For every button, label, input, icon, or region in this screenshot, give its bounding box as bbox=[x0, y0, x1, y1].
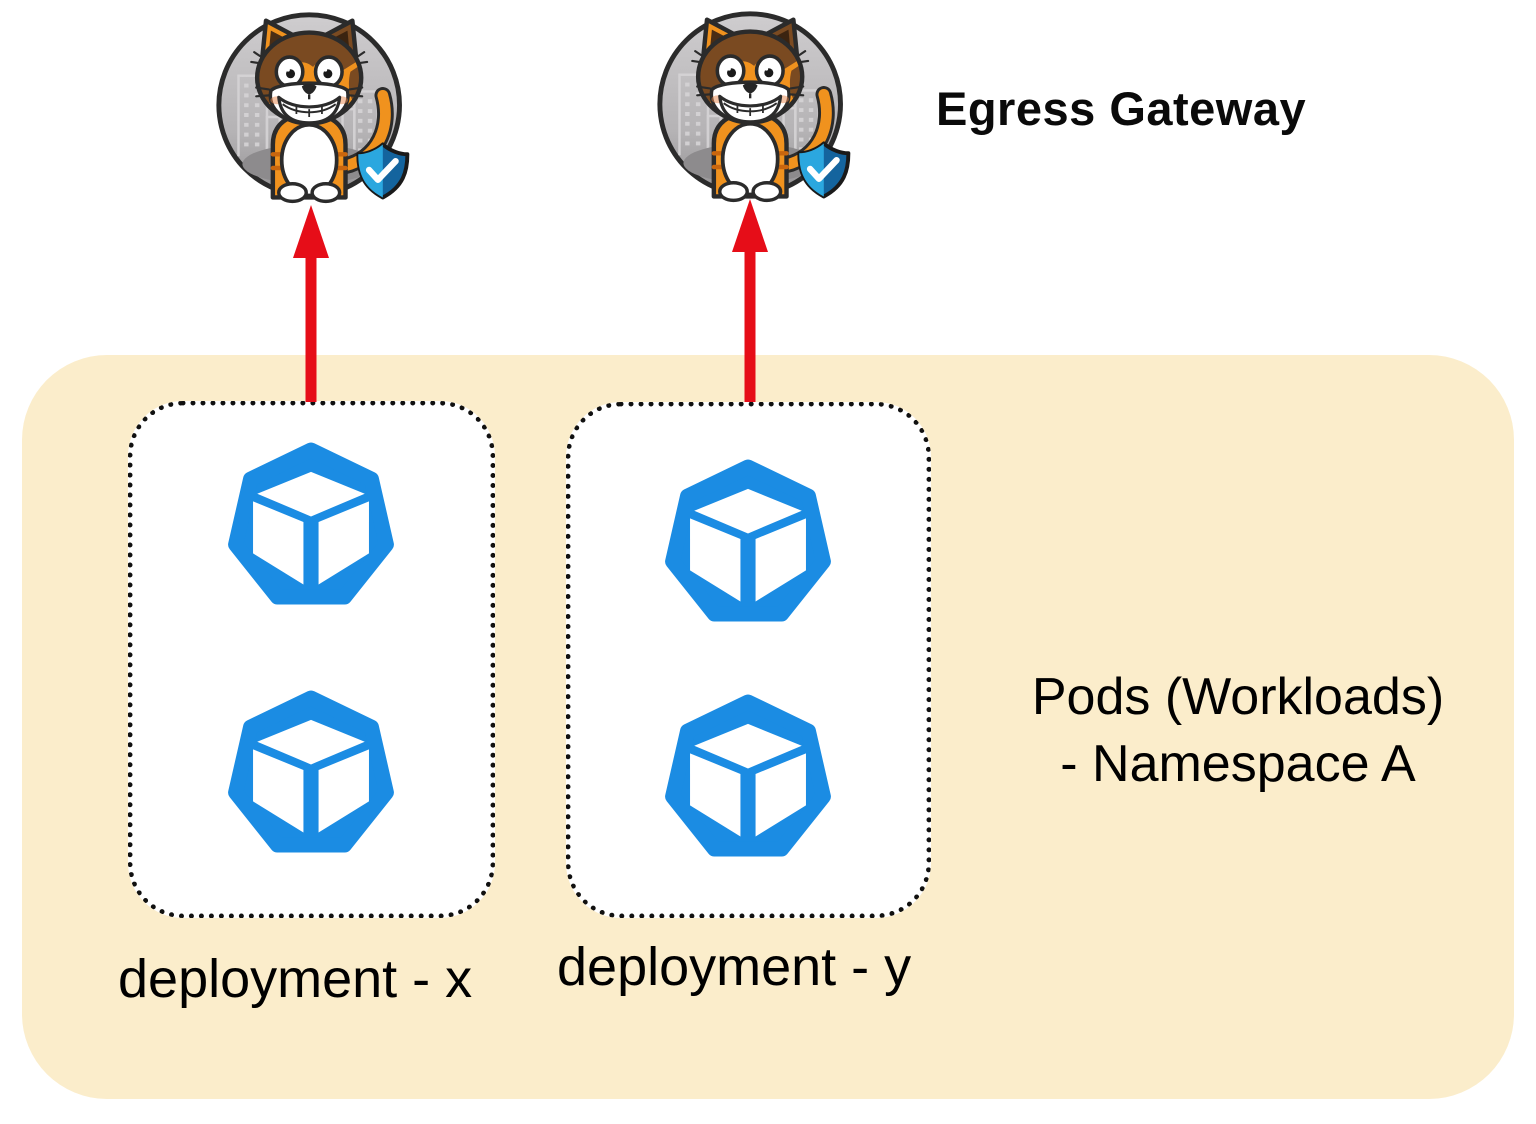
namespace-label-line2: - Namespace A bbox=[1060, 735, 1416, 793]
pod-icon bbox=[664, 457, 832, 625]
pod-icon bbox=[664, 692, 832, 860]
egress-gateway-cat-icon-1 bbox=[211, 7, 427, 223]
namespace-label-line1: Pods (Workloads) bbox=[1031, 668, 1445, 726]
pod-icon bbox=[227, 688, 395, 856]
arrow-deployment-y-to-gateway bbox=[732, 199, 768, 402]
deployment-y-label: deployment - y bbox=[557, 937, 912, 997]
namespace-label: Pods (Workloads) - Namespace A bbox=[990, 664, 1486, 798]
pod-icon bbox=[227, 440, 395, 608]
arrow-deployment-x-to-gateway bbox=[293, 205, 329, 402]
egress-gateway-label: Egress Gateway bbox=[936, 82, 1307, 135]
deployment-x-label: deployment - x bbox=[118, 949, 473, 1009]
egress-gateway-cat-icon-2 bbox=[652, 6, 868, 222]
